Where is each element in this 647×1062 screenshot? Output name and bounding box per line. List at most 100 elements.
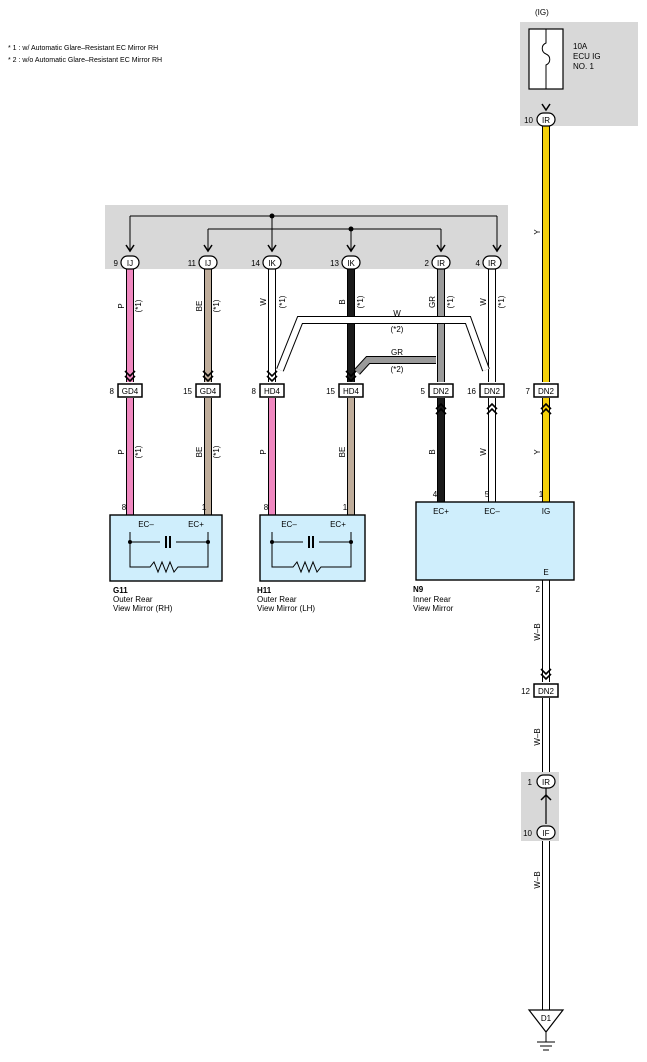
svg-text:1: 1 [528,778,533,787]
svg-text:EC–: EC– [281,520,297,529]
mark-star1-h: (*1) [212,445,221,458]
svg-text:IF: IF [542,829,549,838]
wire-label-w-right: W [479,298,488,306]
mid-connector-dn2-5: DN2 5 [421,383,454,398]
svg-text:1: 1 [343,503,348,512]
wire-label-be-h11: BE [338,447,347,458]
svg-text:IR: IR [488,259,496,268]
wire-label-wb-2: W–B [533,728,542,745]
mark-star1-g: (*1) [134,445,143,458]
wire-label-be-upper: BE [195,301,204,312]
svg-text:IR: IR [437,259,445,268]
svg-text:GD4: GD4 [122,387,139,396]
top-connector-2: IR 2 [425,255,451,270]
note-2: * 2 : w/o Automatic Glare–Resistant EC M… [8,57,162,64]
svg-text:7: 7 [526,387,531,396]
svg-text:14: 14 [251,259,260,268]
lower-connector-if-10: IF 10 [523,825,556,840]
top-connector-13: IK 13 [330,255,361,270]
svg-text:IR: IR [542,116,550,125]
svg-text:16: 16 [467,387,476,396]
mark-star1-d: (*1) [356,295,365,308]
wire-label-be-lower: BE [195,447,204,458]
svg-text:GD4: GD4 [200,387,217,396]
component-n9: 4 5 1 EC+ EC– IG E 2 N9 Inner Rear View … [413,490,575,613]
svg-text:DN2: DN2 [433,387,450,396]
mid-connector-gd4-15: GD4 15 [183,383,221,398]
component-g11: 8 1 EC– EC+ G11 Outer Rear View Mirror (… [109,503,223,613]
double-chevron-icons [124,370,552,681]
svg-text:8: 8 [110,387,115,396]
svg-text:E: E [543,568,548,577]
svg-text:5: 5 [485,490,490,499]
svg-text:EC–: EC– [484,507,500,516]
svg-text:10: 10 [524,116,533,125]
svg-text:HD4: HD4 [264,387,281,396]
svg-text:11: 11 [188,259,197,268]
mark-star2-b: (*2) [391,365,404,374]
svg-text:4: 4 [476,259,481,268]
mark-star1-c: (*1) [278,295,287,308]
svg-text:IR: IR [542,778,550,787]
ground-icon: D1 [527,1009,565,1051]
svg-text:Outer Rear: Outer Rear [257,595,297,604]
svg-text:View Mirror: View Mirror [413,604,454,613]
svg-text:1: 1 [539,490,544,499]
svg-text:12: 12 [521,687,530,696]
top-connector-4: IR 4 [476,255,502,270]
wire-label-gr-cross: GR [391,348,403,357]
top-connector-9: IJ 9 [114,255,140,270]
svg-text:8: 8 [122,503,127,512]
svg-text:D1: D1 [541,1014,552,1023]
fuse-icon [541,29,551,89]
mid-connector-hd4-15: HD4 15 [326,383,364,398]
fuse-amp: 10A [573,42,588,51]
wire-label-w-upper: W [259,298,268,306]
svg-text:DN2: DN2 [538,687,555,696]
wire-label-b-n9: B [428,449,437,454]
mid-connector-gd4-8: GD4 8 [110,383,143,398]
note-1: * 1 : w/ Automatic Glare–Resistant EC Mi… [8,45,158,52]
power-source-label: (IG) [535,8,549,17]
wire-label-y-lower: Y [533,449,542,455]
mid-connector-dn2-16: DN2 16 [467,383,505,398]
fuse-name-1: ECU IG [573,52,601,61]
svg-text:EC+: EC+ [188,520,204,529]
mark-star1-e: (*1) [446,295,455,308]
lower-connector-dn2-12: DN2 12 [521,683,559,698]
svg-text:10: 10 [523,829,532,838]
chevron-icons-top [125,103,551,253]
svg-text:View Mirror (RH): View Mirror (RH) [113,604,173,613]
top-connector-11: IJ 11 [188,255,218,270]
lower-connector-ir-1: IR 1 [528,774,556,789]
svg-text:DN2: DN2 [484,387,501,396]
svg-text:1: 1 [202,503,207,512]
wire-label-p-upper: P [117,303,126,308]
svg-text:9: 9 [114,259,119,268]
svg-text:H11: H11 [257,586,272,595]
svg-text:EC+: EC+ [433,507,449,516]
svg-text:Outer Rear: Outer Rear [113,595,153,604]
wire-label-wb-3: W–B [533,871,542,888]
svg-text:DN2: DN2 [538,387,555,396]
top-connector-14: IK 14 [251,255,282,270]
svg-text:Inner Rear: Inner Rear [413,595,451,604]
mark-star2-a: (*2) [391,325,404,334]
component-h11: 8 1 EC– EC+ H11 Outer Rear View Mirror (… [257,503,366,613]
svg-text:4: 4 [433,490,438,499]
svg-text:N9: N9 [413,585,424,594]
svg-text:IK: IK [268,259,276,268]
svg-text:View Mirror (LH): View Mirror (LH) [257,604,315,613]
svg-text:8: 8 [252,387,257,396]
svg-text:15: 15 [326,387,335,396]
svg-text:HD4: HD4 [343,387,360,396]
wire-label-y-upper: Y [533,229,542,235]
svg-text:2: 2 [536,585,541,594]
wire-label-w-cross: W [393,309,401,318]
svg-text:IG: IG [542,507,550,516]
wire-label-gr-upper: GR [428,296,437,308]
svg-text:8: 8 [264,503,269,512]
wire-label-b-upper: B [338,299,347,304]
wire-label-w-n9: W [479,448,488,456]
